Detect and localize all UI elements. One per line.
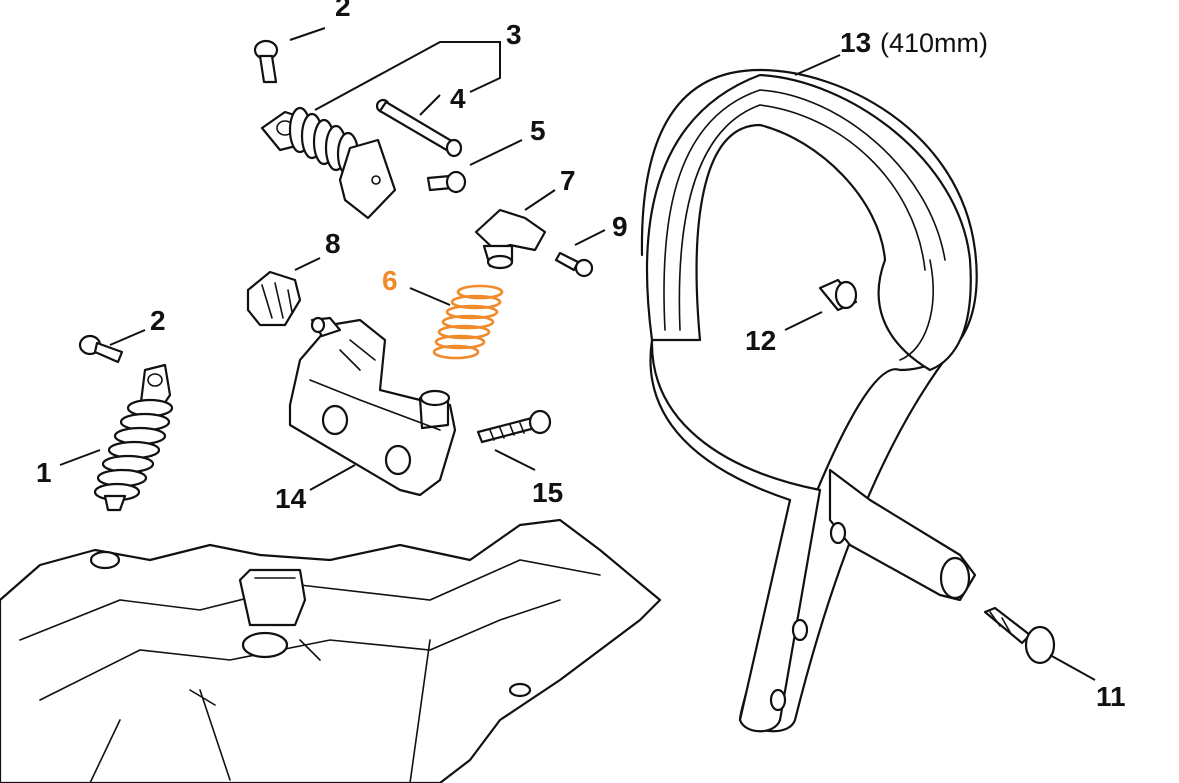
label-4: 4 [450, 83, 466, 114]
label-7: 7 [560, 165, 576, 196]
label-6: 6 [382, 265, 398, 296]
pin-4 [375, 98, 463, 158]
part-7 [474, 208, 547, 270]
handlebar [640, 68, 978, 733]
screw-9 [554, 251, 594, 278]
label-12: 12 [745, 325, 776, 356]
screw-2-upper [253, 39, 279, 84]
label-2-lower: 2 [150, 305, 166, 336]
bracket-14 [288, 316, 457, 497]
part-8 [246, 270, 302, 327]
label-11: 11 [1096, 681, 1126, 712]
label-14: 14 [275, 483, 307, 514]
label-5: 5 [530, 115, 546, 146]
leader-lines [59, 27, 1096, 681]
spacer-sleeve [818, 278, 858, 312]
screw-11 [983, 606, 1056, 665]
screw-5 [426, 170, 467, 194]
housing [0, 518, 662, 783]
label-1: 1 [36, 457, 52, 488]
label-8: 8 [325, 228, 341, 259]
annular-buffer [93, 363, 174, 512]
label-3: 3 [506, 19, 522, 50]
label-13-size: (410mm) [880, 28, 988, 58]
label-2-upper: 2 [335, 0, 351, 22]
screw-15 [476, 409, 552, 444]
label-13: 13 [840, 27, 871, 58]
part-labels: 2 3 4 5 7 9 8 6 2 1 14 15 12 11 13 (410m… [36, 0, 1126, 712]
screw-2-lower [78, 334, 124, 364]
buffer-assembly [260, 106, 397, 220]
spring-6-highlighted [432, 284, 504, 360]
label-15: 15 [532, 477, 563, 508]
label-9: 9 [612, 211, 628, 242]
